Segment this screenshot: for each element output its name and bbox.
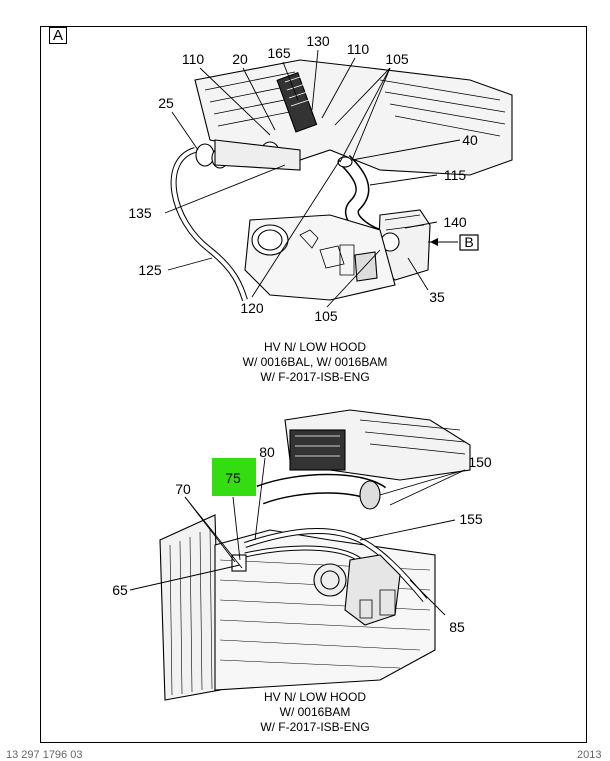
callout-label: 65 (112, 582, 128, 598)
highlighted-callout-label: 75 (225, 470, 241, 486)
bottom-callouts: 75 80 150 70 155 65 85 (112, 444, 492, 635)
callout-label: 85 (449, 619, 465, 635)
detail-b-box (459, 234, 479, 251)
callout-label: 80 (259, 444, 275, 460)
callout-label: 130 (306, 33, 330, 49)
callout-label: 150 (468, 454, 492, 470)
callout-label: 120 (240, 300, 264, 316)
bottom-engine-drawing (159, 409, 471, 701)
caption-line: W/ 0016BAL, W/ 0016BAM (242, 355, 388, 369)
footer-year: 2013 (577, 749, 602, 761)
callout-label: 105 (385, 51, 409, 67)
detail-b-label: B (464, 234, 473, 250)
callout-label: 40 (462, 132, 478, 148)
bottom-leader-lines (129, 457, 466, 616)
callout-label: 20 (232, 51, 248, 67)
caption-line: W/ F-2017-ISB-ENG (260, 720, 370, 734)
callout-label: 110 (347, 41, 370, 57)
callout-label: 115 (444, 167, 467, 183)
caption-line: HV N/ LOW HOOD (263, 690, 366, 704)
caption-line: W/ F-2017-ISB-ENG (260, 370, 370, 384)
callout-label: 135 (128, 205, 152, 221)
caption-line: W/ 0016BAM (279, 705, 351, 719)
caption-line: HV N/ LOW HOOD (263, 340, 366, 354)
callout-label: 25 (158, 95, 174, 111)
top-view-caption: HV N/ LOW HOOD W/ 0016BAL, W/ 0016BAM W/… (165, 340, 465, 385)
callout-label: 165 (267, 45, 291, 61)
bottom-view-caption: HV N/ LOW HOOD W/ 0016BAM W/ F-2017-ISB-… (165, 690, 465, 735)
top-engine-drawing (170, 59, 513, 301)
callout-label: 35 (429, 289, 445, 305)
top-callouts: 110 20 165 130 110 105 25 40 115 135 140… (128, 33, 478, 324)
diagram-frame (40, 26, 587, 743)
top-leader-lines (164, 49, 461, 308)
highlight-box (212, 458, 256, 496)
footer-drawing-number: 13 297 1796 03 (6, 749, 83, 761)
callout-label: 105 (314, 308, 338, 324)
callout-label: 155 (459, 511, 483, 527)
callout-label: 140 (443, 214, 467, 230)
callout-label: 110 (182, 51, 205, 67)
callout-label: 125 (138, 262, 162, 278)
view-letter-tag: A (49, 27, 67, 44)
detail-b-arrow (430, 238, 438, 246)
callout-label: 70 (175, 481, 191, 497)
